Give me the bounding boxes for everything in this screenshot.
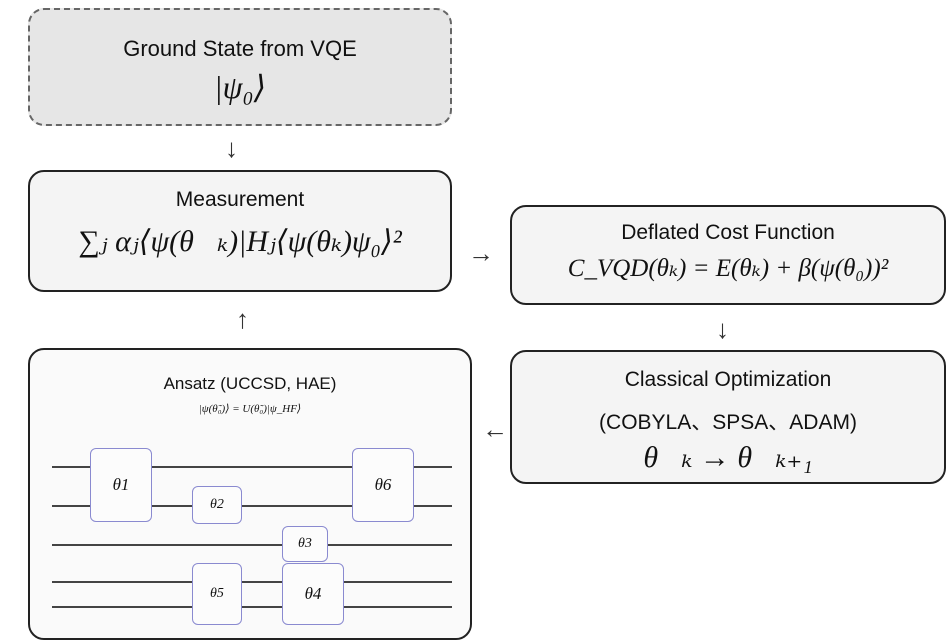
- gate-theta-5: θ5: [192, 563, 242, 625]
- cost-function-formula: C_VQD(θₖ) = E(θₖ) + β(ψ(θ₀))²: [567, 255, 889, 282]
- parameter-update-formula: θ⃗ₖ → θ⃗ₖ₊₁: [643, 441, 813, 474]
- optimizer-list: (COBYLA、SPSA、ADAM): [599, 411, 857, 434]
- cost-function-box: Deflated Cost Function C_VQD(θₖ) = E(θₖ)…: [510, 205, 946, 305]
- qubit-wire: [52, 581, 452, 583]
- ground-state-title: Ground State from VQE: [123, 36, 357, 61]
- gate-theta-3: θ3: [282, 526, 328, 562]
- ansatz-title: Ansatz (UCCSD, HAE): [163, 374, 337, 393]
- ground-state-box: Ground State from VQE |ψ₀⟩: [28, 8, 452, 126]
- gate-theta-6: θ6: [352, 448, 414, 522]
- arrow-down-to-measurement: ↓: [225, 133, 238, 163]
- qubit-wire: [52, 505, 452, 507]
- cost-function-title: Deflated Cost Function: [621, 221, 835, 244]
- arrow-up-to-measurement: ↑: [236, 304, 249, 334]
- qubit-wire: [52, 606, 452, 608]
- optimization-title: Classical Optimization: [624, 368, 832, 391]
- measurement-title: Measurement: [175, 188, 305, 211]
- ansatz-formula: |ψ(θ̃₀)⟩ = U(θ̃₀)|ψ_HF⟩: [198, 403, 302, 415]
- gate-theta-4: θ4: [282, 563, 344, 625]
- qubit-wire: [52, 544, 452, 546]
- ground-state-formula: |ψ₀⟩: [213, 69, 267, 105]
- gate-theta-1: θ1: [90, 448, 152, 522]
- ansatz-box: Ansatz (UCCSD, HAE) |ψ(θ̃₀)⟩ = U(θ̃₀)|ψ_…: [28, 348, 472, 640]
- qubit-wire: [52, 466, 452, 468]
- measurement-box: Measurement ∑ⱼ αⱼ⟨ψ(θ⃗ₖ)|Hⱼ⟨ψ(θₖ)ψ₀⟩²: [28, 170, 452, 292]
- gate-theta-2: θ2: [192, 486, 242, 524]
- arrow-right-to-cost: →: [468, 238, 494, 268]
- arrow-down-to-optimization: ↓: [716, 314, 729, 344]
- measurement-formula: ∑ⱼ αⱼ⟨ψ(θ⃗ₖ)|Hⱼ⟨ψ(θₖ)ψ₀⟩²: [78, 225, 402, 258]
- optimization-box: Classical Optimization (COBYLA、SPSA、ADAM…: [510, 350, 946, 484]
- arrow-left-to-ansatz: ←: [482, 414, 508, 444]
